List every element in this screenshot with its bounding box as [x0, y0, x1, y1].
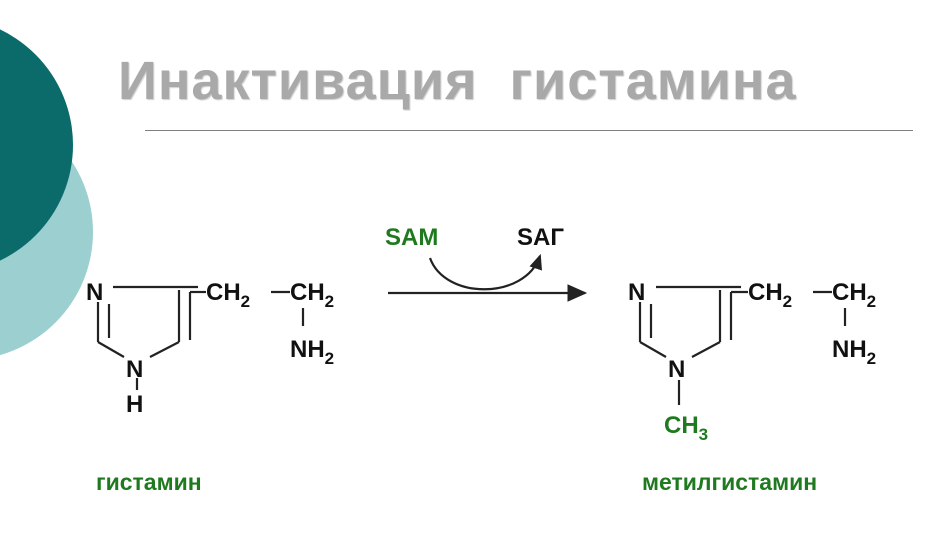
histamine-n-top: N: [86, 279, 103, 306]
title-divider: [145, 130, 913, 131]
mbond-ring-lower-left: [639, 341, 667, 358]
methyl-group: CH3: [664, 412, 708, 444]
histamine-ch2-b: CH2: [290, 279, 334, 311]
product-sag: SAГ: [517, 224, 564, 251]
curved-arrow: [428, 253, 542, 291]
methylhistamine-n-bottom: N: [668, 356, 685, 383]
methylhistamine-nh2: NH2: [832, 336, 876, 368]
decor-circle-dark: [0, 29, 73, 261]
methylhistamine-structure: N N CH3 CH2 CH2 NH2: [628, 279, 876, 444]
histamine-ch2-a: CH2: [206, 279, 250, 311]
reaction-arrow: SAM SAГ: [385, 224, 588, 302]
bond-ring-lower-left: [97, 341, 125, 358]
caption-histamine: гистамин: [96, 469, 202, 495]
reagent-sam: SAM: [385, 224, 438, 251]
methylhistamine-ch2-b: CH2: [832, 279, 876, 311]
methylhistamine-ch2-a: CH2: [748, 279, 792, 311]
histamine-nh2: NH2: [290, 336, 334, 368]
methylhistamine-n-top: N: [628, 279, 645, 306]
histamine-structure: N N H CH2 CH2 NH2: [86, 279, 334, 418]
histamine-n-bottom: N: [126, 356, 143, 383]
caption-methylhistamine: метилгистамин: [642, 469, 817, 495]
mbond-ring-lower-right: [691, 341, 721, 358]
histamine-h: H: [126, 391, 143, 418]
bond-ring-lower-right: [149, 341, 180, 358]
slide-title: Инактивация гистамина: [118, 51, 797, 111]
